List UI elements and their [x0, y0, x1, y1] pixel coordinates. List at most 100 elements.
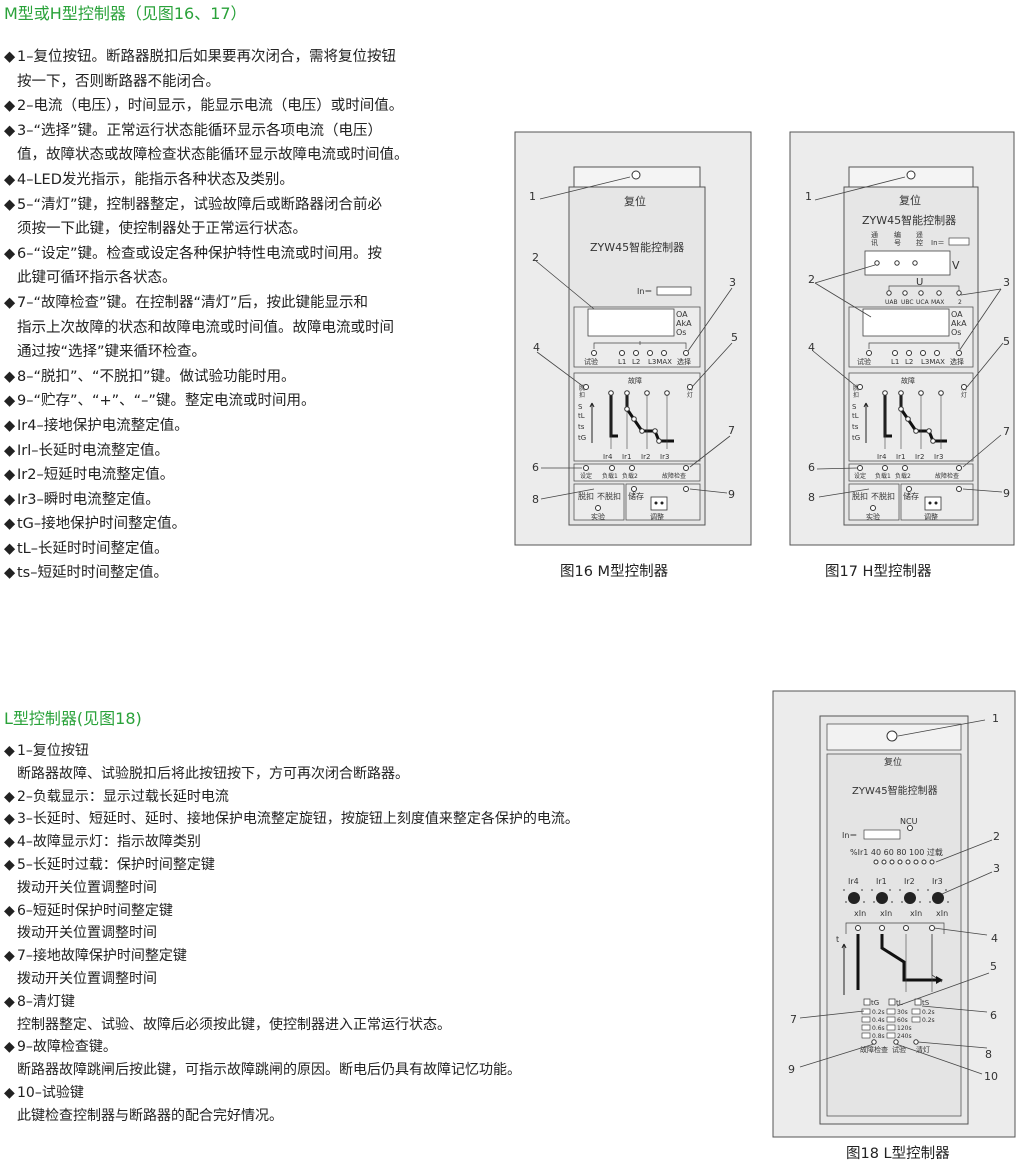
fig18-tl-val-2: 120s — [897, 1025, 912, 1032]
fig17-ir-1: Ir1 — [896, 453, 905, 461]
list-item-text: 断路器故障跳闸后按此键，可指示故障跳闸的原因。断电后仍具有故障记忆功能。 — [17, 1062, 521, 1079]
fig16-callout-3: 3 — [729, 276, 736, 289]
list-item-text: 通过按“选择”键来循环检查。 — [17, 344, 207, 361]
fig17-store[interactable]: 储存 — [903, 491, 919, 501]
list-item: 指示上次故障的状态和故障电流或时间值。故障电流或时间 — [4, 316, 409, 341]
fig17-ir-2: Ir2 — [915, 453, 924, 461]
fig16-caption: 图16 M型控制器 — [560, 564, 669, 580]
fig17-fault-label: 故障 — [901, 376, 915, 385]
fig16-store[interactable]: 储存 — [628, 491, 644, 501]
list-item-text: 拨动开关位置调整时间 — [17, 879, 157, 896]
fig18-fault-check-button[interactable]: 故障检查 — [860, 1045, 888, 1054]
list-item: ◆tL–长延时时间整定值。 — [4, 537, 409, 562]
fig17-axis-2: ts — [852, 423, 859, 431]
fig17-small-left-1: 扣 — [853, 391, 859, 399]
bullet-icon: ◆ — [4, 98, 16, 115]
list-item: ◆3–“选择”键。正常运行状态能循环显示各项电流（电压） — [4, 119, 409, 144]
fig17-led-label-0: 试验 — [857, 357, 871, 366]
fig17-row6-0: 设定 — [854, 472, 866, 480]
fig18-knob-ir2[interactable] — [904, 892, 916, 904]
fig18-t: t — [836, 935, 839, 944]
fig17-unit-1: AkA — [951, 319, 967, 328]
fig17-callout-3: 3 — [1003, 276, 1010, 289]
fig18-reset-button[interactable] — [886, 730, 898, 742]
fig18-callout-10: 10 — [984, 1070, 998, 1083]
list-item-text: ts–短延时时间整定值。 — [17, 565, 168, 582]
fig18-knob-ir4[interactable] — [848, 892, 860, 904]
list-item: ◆4–故障显示灯：指示故障类别 — [4, 831, 579, 854]
section-m-title: M型或H型控制器（见图16、17） — [4, 4, 247, 23]
fig18-knob-label-2: Ir2 — [904, 877, 915, 886]
fig17-callout-1: 1 — [805, 190, 812, 203]
fig17-comm-3: 号 — [894, 239, 901, 247]
list-item-text: 拨动开关位置调整时间 — [17, 970, 157, 987]
fig18-knob-ir3[interactable] — [932, 892, 944, 904]
list-item: ◆4–LED发光指示，能指示各种状态及类别。 — [4, 168, 409, 193]
fig17-btn8-0[interactable]: 脱扣 — [852, 491, 868, 501]
fig18-clear-button[interactable]: 清灯 — [916, 1045, 930, 1054]
list-item: ◆9–“贮存”、“+”、“–”键。整定电流或时间用。 — [4, 389, 409, 414]
fig18-callout-5: 5 — [990, 960, 997, 973]
list-item-text: tG–接地保护时间整定值。 — [17, 516, 187, 533]
list-item: ◆6–短延时保护时间整定键 — [4, 900, 579, 923]
fig17-callout-5: 5 — [1003, 335, 1010, 348]
list-item-text: 值，故障状态或故障检查状态能循环显示故障电流或时间值。 — [17, 147, 409, 164]
bullet-icon: ◆ — [4, 811, 15, 828]
fig17-u-label-0: UAB — [885, 299, 898, 306]
bullet-icon: ◆ — [4, 196, 16, 213]
fig18-knob-label-1: Ir1 — [876, 877, 887, 886]
list-item: ◆ts–短延时时间整定值。 — [4, 561, 409, 586]
fig17-row6-3: 故障检查 — [935, 472, 959, 480]
fig18-caption: 图18 L型控制器 — [846, 1146, 950, 1162]
fig17-btn8-1[interactable]: 不脱扣 — [871, 491, 895, 501]
fig16-led-label-2: L2 — [632, 358, 640, 366]
fig17-u: U — [916, 277, 923, 288]
bullet-icon: ◆ — [4, 171, 16, 188]
bullet-icon: ◆ — [4, 368, 16, 385]
list-item: ◆10–试验键 — [4, 1082, 579, 1105]
fig17-model: ZYW45智能控制器 — [862, 213, 956, 227]
fig16-unit-2: Os — [676, 328, 686, 337]
fig18-test-button[interactable]: 试验 — [892, 1045, 906, 1054]
fig16-small-left-0: 脱 — [579, 384, 585, 392]
fig16-row6-2: 负载2 — [622, 472, 638, 480]
list-item-text: 1–复位按钮 — [17, 743, 89, 759]
fig16-display — [587, 308, 675, 337]
section-l-list: ◆1–复位按钮断路器故障、试验脱扣后将此按钮按下，方可再次闭合断路器。◆2–负载… — [4, 740, 579, 1128]
fig16-btn8-0[interactable]: 脱扣 — [578, 491, 594, 501]
bullet-icon: ◆ — [4, 516, 16, 533]
section-l-title: L型控制器(见图18) — [4, 709, 142, 728]
list-item-text: 5–长延时过载：保护时间整定键 — [17, 856, 215, 873]
fig16-callout-5: 5 — [731, 331, 738, 344]
bullet-icon: ◆ — [4, 467, 16, 484]
list-item-text: 8–清灯键 — [17, 993, 75, 1010]
list-item: ◆8–清灯键 — [4, 991, 579, 1014]
list-item: 断路器故障、试验脱扣后将此按钮按下，方可再次闭合断路器。 — [4, 763, 579, 786]
fig17-u-label-4: 2 — [958, 299, 962, 306]
list-item-text: 须按一下此键，使控制器处于正常运行状态。 — [17, 221, 307, 238]
fig17-u-label-1: UBC — [901, 299, 914, 306]
fig16-led-label-1: L1 — [618, 358, 626, 366]
list-item-text: 此键可循环指示各状态。 — [17, 270, 177, 287]
fig17-callout-2: 2 — [808, 273, 815, 286]
fig18-knob-ir1[interactable] — [876, 892, 888, 904]
fig16-callout-8: 8 — [532, 493, 539, 506]
list-item-text: 4–LED发光指示，能指示各种状态及类别。 — [17, 171, 294, 188]
fig16-btn8-1[interactable]: 不脱扣 — [597, 491, 621, 501]
fig16-axis-1: tL — [578, 412, 585, 420]
fig16-reset-button[interactable] — [631, 170, 641, 180]
bullet-icon: ◆ — [4, 788, 15, 805]
fig17-ir-3: Ir3 — [934, 453, 943, 461]
fig17-reset-button[interactable] — [906, 170, 916, 180]
fig16-adjust: 调整 — [650, 512, 664, 521]
bullet-icon: ◆ — [4, 993, 15, 1010]
list-item: ◆Irl–长延时电流整定值。 — [4, 439, 409, 464]
fig18-knob-label-0: Ir4 — [848, 877, 859, 886]
fig18-ts-val-1: 0.2s — [922, 1017, 935, 1024]
fig17-axis-0: S — [852, 403, 857, 411]
list-item: ◆5–“清灯”键，控制器整定，试验故障后或断路器闭合前必 — [4, 193, 409, 218]
fig18-callout-1: 1 — [992, 712, 999, 725]
fig16-callout-2: 2 — [532, 251, 539, 264]
list-item-text: 9–故障检查键。 — [17, 1039, 117, 1056]
list-item-text: 6–短延时保护时间整定键 — [17, 902, 173, 919]
